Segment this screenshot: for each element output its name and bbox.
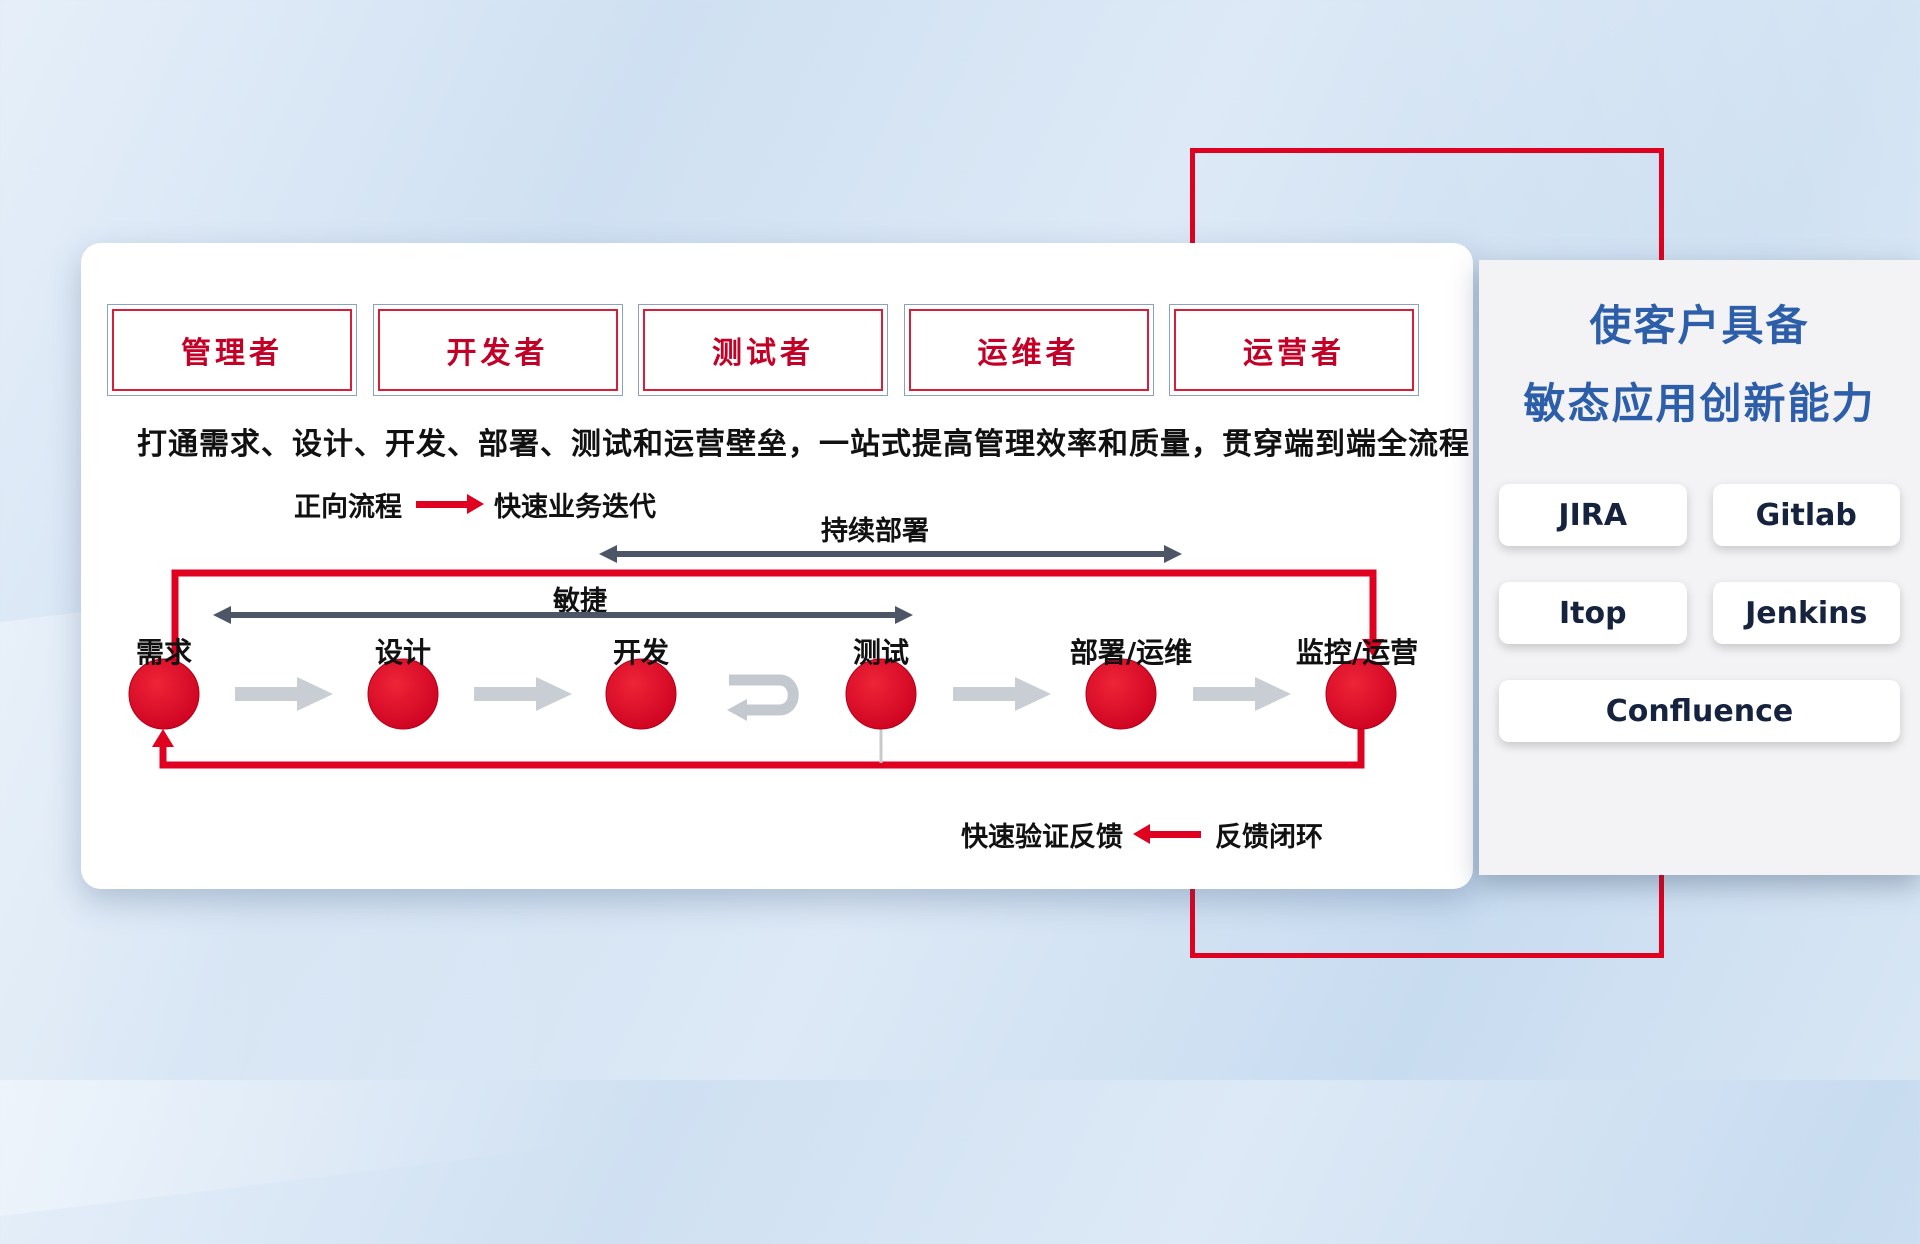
legend-feedback-label: 快速验证反馈	[961, 821, 1123, 853]
role-box-operator: 运营者	[1169, 304, 1419, 396]
stage-label-development: 开发	[612, 636, 669, 669]
feedback-loop-line	[159, 725, 1365, 769]
stage-label-deploy-ops: 部署/运维	[1069, 636, 1193, 669]
role-box-tester: 测试者	[638, 304, 888, 396]
role-label: 运维者	[977, 336, 1080, 371]
tool-chip-itop: Itop	[1499, 582, 1687, 644]
flow-arrow-icon	[474, 677, 572, 711]
legend-feedback-text: 反馈闭环	[1215, 821, 1323, 853]
legend-feedback-loop: 快速验证反馈 反馈闭环	[961, 817, 1323, 853]
panel-title-line1: 使客户具备	[1589, 301, 1810, 350]
feedback-arrow-icon	[1133, 823, 1201, 844]
capability-panel: 使客户具备 敏态应用创新能力 JIRA Gitlab Itop Jenkins …	[1479, 260, 1920, 875]
stage-label-requirements: 需求	[135, 636, 192, 669]
continuous-deploy-label: 持续部署	[821, 516, 929, 547]
agile-arrowhead-right-icon	[895, 606, 913, 624]
role-label: 开发者	[446, 336, 549, 371]
role-label: 运营者	[1243, 336, 1345, 371]
role-box-manager: 管理者	[107, 304, 357, 396]
role-box-ops: 运维者	[903, 304, 1154, 396]
panel-title-line2: 敏态应用创新能力	[1523, 379, 1876, 428]
forward-arrow-icon	[416, 493, 484, 514]
flow-arrow-icon	[1193, 677, 1291, 711]
role-box-row: 管理者 开发者 测试者 运维者 运营者	[107, 304, 1419, 396]
flow-arrow-icon	[235, 677, 333, 711]
agile-arrowhead-left-icon	[213, 606, 231, 624]
flow-arrow-icon	[953, 677, 1051, 711]
rework-loop-arrowhead-icon	[727, 699, 747, 721]
legend-forward-flow: 正向流程 快速业务迭代	[294, 487, 656, 523]
tool-chip-gitlab: Gitlab	[1712, 484, 1900, 546]
rework-loop-icon	[729, 674, 799, 716]
role-box-developer: 开发者	[372, 304, 623, 396]
feedback-loop-arrowhead-icon	[152, 729, 174, 747]
agile-label: 敏捷	[553, 586, 607, 617]
role-label: 管理者	[181, 336, 283, 371]
cd-arrowhead-left-icon	[599, 545, 617, 563]
legend-forward-label: 正向流程	[294, 491, 402, 523]
role-label: 测试者	[712, 336, 814, 371]
tool-chip-confluence: Confluence	[1499, 680, 1900, 742]
stage-label-monitor-operate: 监控/运营	[1295, 636, 1419, 669]
legend-forward-text: 快速业务迭代	[494, 491, 656, 523]
tool-chip-jira: JIRA	[1499, 484, 1687, 546]
flow-description: 打通需求、设计、开发、部署、测试和运营壁垒，一站式提高管理效率和质量，贯穿端到端…	[137, 427, 1470, 462]
stage-label-testing: 测试	[852, 636, 909, 669]
tool-chip-jenkins: Jenkins	[1712, 582, 1900, 644]
panel-title: 使客户具备 敏态应用创新能力	[1479, 296, 1920, 434]
cd-arrowhead-right-icon	[1164, 545, 1182, 563]
stage-label-design: 设计	[374, 636, 431, 669]
devops-flow-card: 管理者 开发者 测试者 运维者 运营者 打通需求、设计、开发、部署、测试和运营壁…	[81, 243, 1473, 889]
tool-chip-grid: JIRA Gitlab Itop Jenkins Confluence	[1499, 484, 1900, 742]
